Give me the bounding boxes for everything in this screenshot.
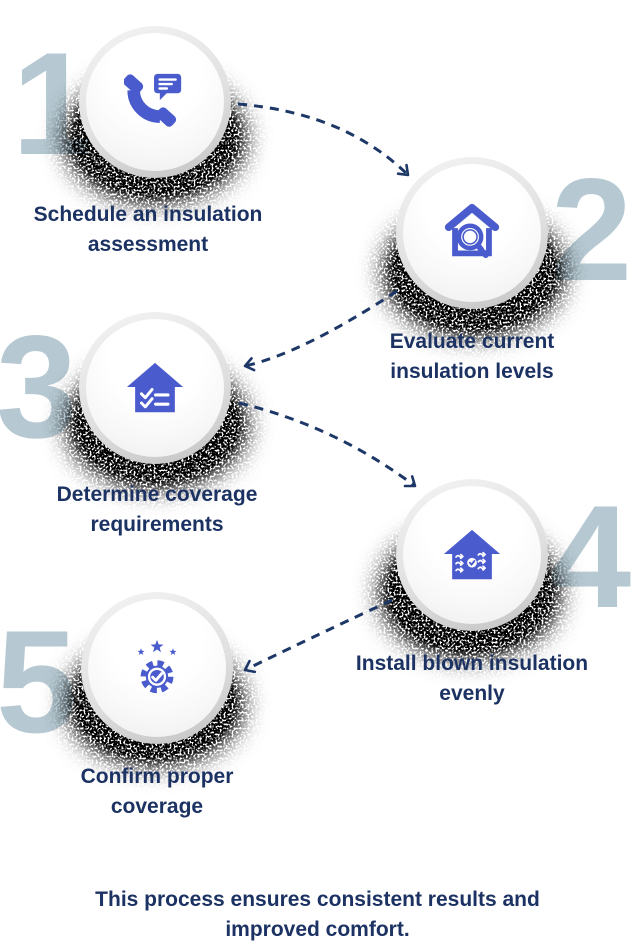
footer-text: This process ensures consistent results … bbox=[95, 888, 540, 942]
house-blow-arrows-icon bbox=[443, 529, 501, 580]
step-circle-2-face bbox=[403, 164, 541, 302]
step-label-2: Evaluate current insulation levels bbox=[389, 330, 555, 384]
step-number-5: 5 bbox=[0, 600, 77, 763]
house-checklist-icon bbox=[126, 362, 184, 413]
step-circle-1-face bbox=[86, 33, 224, 171]
step-circle-4 bbox=[396, 479, 548, 631]
step-number-4: 4 bbox=[550, 475, 631, 638]
step-circle-4-face bbox=[403, 486, 541, 624]
step-number-2: 2 bbox=[551, 148, 632, 311]
phone-chat-icon bbox=[124, 73, 182, 127]
step-circle-3 bbox=[79, 312, 231, 464]
footer: This process ensures consistent results … bbox=[0, 885, 635, 945]
gear-check-stars-icon bbox=[137, 639, 177, 694]
connector-arrow-4-5 bbox=[243, 598, 393, 674]
step-label-4: Install blown insulation evenly bbox=[355, 652, 589, 706]
step-circle-3-face bbox=[86, 319, 224, 457]
step-circle-1 bbox=[79, 26, 231, 178]
step-label-3: Determine coverage requirements bbox=[56, 483, 258, 537]
connector-arrow-3-4 bbox=[238, 401, 417, 488]
connector-arrow-1-2 bbox=[237, 102, 410, 177]
connector-arrow-2-3 bbox=[243, 289, 398, 372]
step-label-1: Schedule an insulation assessment bbox=[33, 203, 263, 257]
step-number-3: 3 bbox=[0, 305, 77, 468]
step-circle-5-face bbox=[88, 599, 226, 737]
step-circle-2 bbox=[396, 157, 548, 309]
step-label-5: Confirm proper coverage bbox=[80, 765, 234, 819]
house-magnifier-icon bbox=[444, 203, 500, 260]
step-circle-5 bbox=[81, 592, 233, 744]
